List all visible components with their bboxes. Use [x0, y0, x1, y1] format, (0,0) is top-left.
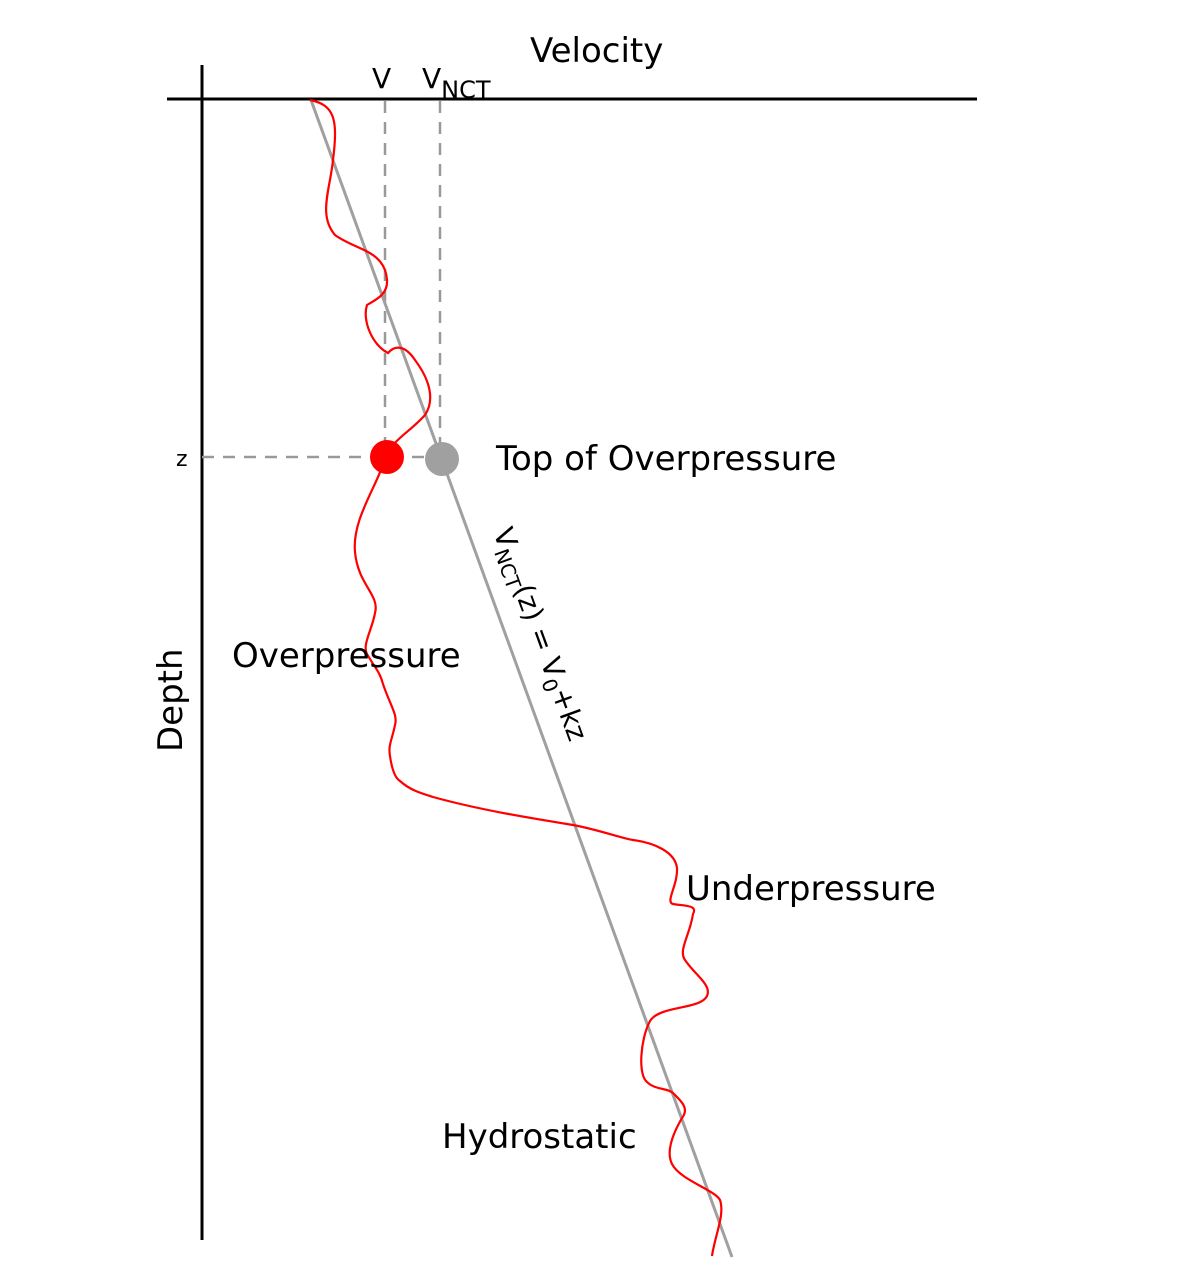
vnct-main: V: [422, 62, 441, 95]
top-of-overpressure-trend-point: [425, 442, 459, 476]
eq-end: +kz: [545, 683, 595, 745]
v-label: V: [372, 62, 391, 95]
top-of-overpressure-label: Top of Overpressure: [495, 439, 836, 479]
depth-axis-title: Depth: [151, 648, 191, 752]
underpressure-label: Underpressure: [686, 869, 936, 909]
vnct-sub: NCT: [441, 76, 491, 104]
vnct-label: VNCT: [422, 62, 491, 104]
measured-velocity-curve: [309, 98, 723, 1257]
z-label: z: [176, 447, 188, 472]
overpressure-label: Overpressure: [232, 636, 461, 676]
top-of-overpressure-measured-point: [370, 440, 404, 474]
normal-compaction-trend-line: [309, 99, 734, 1258]
velocity-axis-title: Velocity: [530, 31, 663, 71]
trend-equation: VNCT(z) = V0+kz: [483, 523, 595, 747]
hydrostatic-label: Hydrostatic: [442, 1117, 637, 1157]
